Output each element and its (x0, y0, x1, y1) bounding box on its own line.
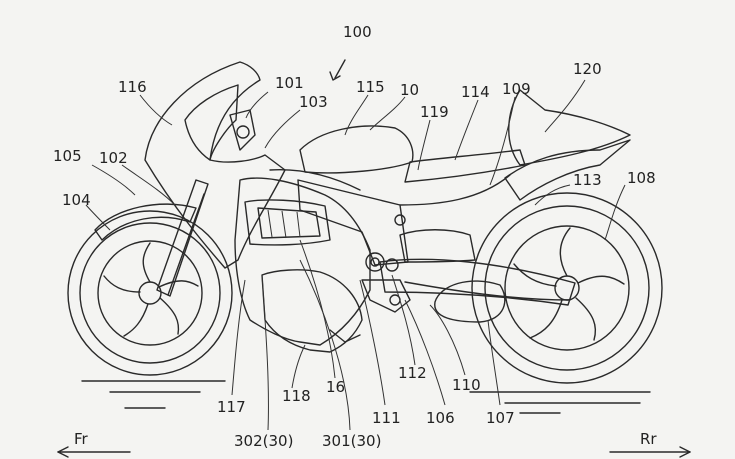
swingarm-opening (434, 280, 506, 323)
windscreen (184, 84, 239, 161)
front-direction-arrow (57, 446, 131, 458)
label-111: 111 (372, 409, 401, 427)
air-duct-30 (244, 199, 331, 246)
seat (404, 149, 526, 183)
label-100: 100 (343, 23, 372, 41)
label-rear: Rr (640, 430, 657, 448)
label-101: 101 (275, 74, 304, 92)
handlebar-101 (229, 109, 256, 151)
label-115: 115 (356, 78, 385, 96)
engine-area (399, 229, 476, 263)
label-16: 16 (326, 378, 345, 396)
label-120: 120 (573, 60, 602, 78)
rear-tail-cowl (504, 139, 631, 201)
under-cowl-detail (329, 329, 361, 343)
label-102: 102 (99, 149, 128, 167)
label-106: 106 (426, 409, 455, 427)
label-10: 10 (400, 81, 419, 99)
ground-lines (81, 380, 651, 414)
front-wheel (67, 210, 233, 376)
label-117: 117 (217, 398, 246, 416)
under-cowl-118 (261, 269, 363, 353)
label-119: 119 (420, 103, 449, 121)
rear-wheel (471, 192, 663, 384)
label-105: 105 (53, 147, 82, 165)
label-108: 108 (627, 169, 656, 187)
label-112: 112 (398, 364, 427, 382)
reference-numerals: 100 116 101 103 115 10 114 109 120 119 1… (53, 23, 657, 450)
frame-main (269, 168, 511, 266)
front-cowl-116 (144, 61, 286, 269)
label-109: 109 (502, 80, 531, 98)
label-116: 116 (118, 78, 147, 96)
label-113: 113 (573, 171, 602, 189)
label-104: 104 (62, 191, 91, 209)
label-107: 107 (486, 409, 515, 427)
label-103: 103 (299, 93, 328, 111)
label-302-30: 302(30) (234, 432, 293, 450)
label-110: 110 (452, 376, 481, 394)
leader-lines (85, 79, 626, 431)
front-fender (94, 203, 197, 241)
side-fairing (234, 177, 371, 346)
chain-line (404, 281, 571, 301)
label-114: 114 (461, 83, 490, 101)
rear-direction-arrow (609, 446, 691, 458)
fuel-tank-10 (299, 125, 414, 174)
label-301-30: 301(30) (322, 432, 381, 450)
seat-cowl-120 (508, 89, 631, 166)
label-118: 118 (282, 387, 311, 405)
label-front: Fr (74, 430, 89, 448)
figure-arrow (329, 59, 346, 81)
swingarm-107 (379, 258, 576, 306)
